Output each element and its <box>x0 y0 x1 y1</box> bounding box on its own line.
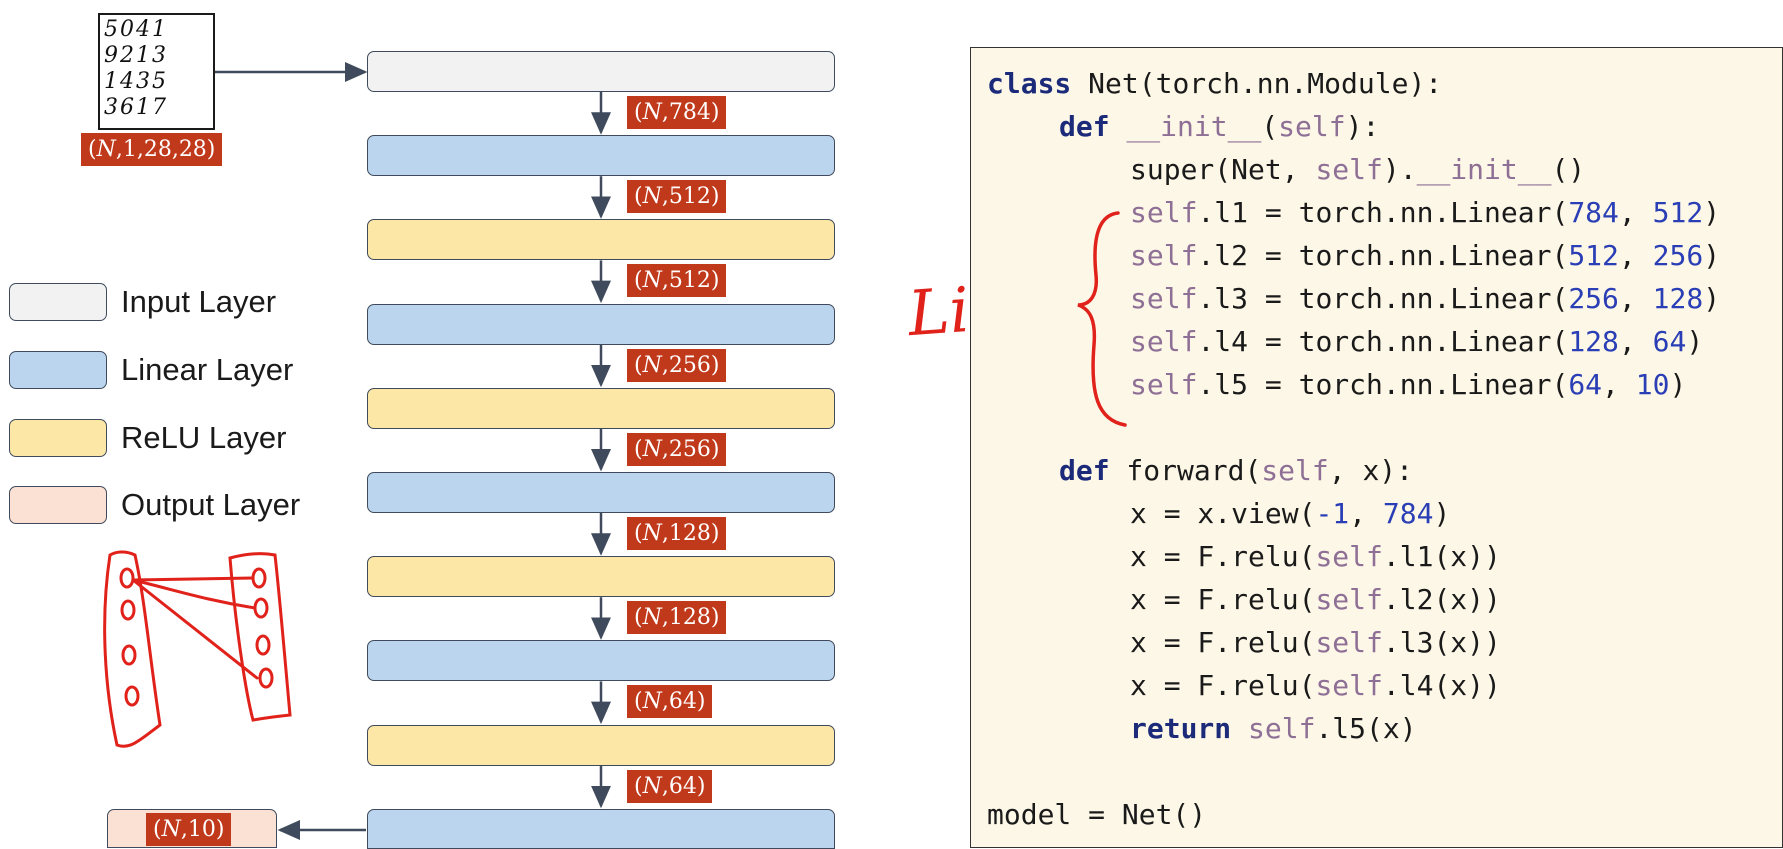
layer-linear <box>367 472 835 513</box>
digit-row: 9213 <box>104 43 168 68</box>
digit-row: 3617 <box>104 95 168 120</box>
legend-swatch-output <box>9 486 107 524</box>
layer-input <box>367 51 835 92</box>
code-line-class: class Net(torch.nn.Module): <box>987 67 1443 100</box>
layer-relu <box>367 556 835 598</box>
code-line-super: super(Net, self).__init__() <box>1130 153 1586 186</box>
layer-linear <box>367 640 835 682</box>
code-line-forward-def: def forward(self, x): <box>1059 454 1414 487</box>
legend-swatch-input <box>9 283 107 321</box>
shape-tag: (N,128) <box>627 517 727 550</box>
layer-relu <box>367 387 835 429</box>
shape-tag: (N,64) <box>627 769 713 803</box>
code-line-relu4: x = F.relu(self.l4(x)) <box>1130 669 1501 702</box>
legend-swatch-linear <box>9 351 107 389</box>
legend-label-relu: ReLU Layer <box>121 420 287 455</box>
layer-relu <box>367 219 835 261</box>
mnist-digits-image: 5041 9213 1435 3617 <box>98 13 215 130</box>
input-shape-tag: (N,1,28,28) <box>81 133 223 166</box>
code-line-l1: self.l1 = torch.nn.Linear(784, 512) <box>1130 196 1721 229</box>
code-line-relu2: x = F.relu(self.l2(x)) <box>1130 583 1501 616</box>
code-line-l5: self.l5 = torch.nn.Linear(64, 10) <box>1130 368 1687 401</box>
shape-tag: (N,128) <box>627 601 727 635</box>
code-line-l3: self.l3 = torch.nn.Linear(256, 128) <box>1130 282 1721 315</box>
layer-linear <box>367 808 835 849</box>
code-line-view: x = x.view(-1, 784) <box>1130 497 1451 530</box>
digit-row: 5041 <box>104 17 168 42</box>
code-line-relu1: x = F.relu(self.l1(x)) <box>1130 540 1501 573</box>
layer-linear <box>367 303 835 345</box>
shape-tag: (N,784) <box>627 96 727 129</box>
shape-tag: (N,64) <box>627 685 713 719</box>
shape-tag: (N,512) <box>627 264 727 298</box>
legend-swatch-relu <box>9 419 107 457</box>
layer-linear <box>367 135 835 177</box>
shape-tag: (N,256) <box>627 348 727 382</box>
code-line-return: return self.l5(x) <box>1130 712 1417 745</box>
code-line-l2: self.l2 = torch.nn.Linear(512, 256) <box>1130 239 1721 272</box>
code-line-init-def: def __init__(self): <box>1059 110 1380 143</box>
legend-label-output: Output Layer <box>121 487 301 522</box>
legend-label-input: Input Layer <box>121 284 277 319</box>
code-line-model: model = Net() <box>987 798 1207 831</box>
handwritten-neuron-sketch <box>103 550 292 748</box>
digit-row: 1435 <box>104 69 168 94</box>
shape-tag: (N,256) <box>627 432 727 466</box>
output-box: (N,10) <box>107 809 277 848</box>
handwritten-brace <box>1077 211 1127 427</box>
code-line-relu3: x = F.relu(self.l3(x)) <box>1130 626 1501 659</box>
shape-tag: (N,512) <box>627 180 727 214</box>
code-panel: class Net(torch.nn.Module): def __init__… <box>970 47 1783 848</box>
legend-label-linear: Linear Layer <box>121 352 294 387</box>
output-shape-tag: (N,10) <box>146 813 232 846</box>
layer-relu <box>367 724 835 766</box>
code-line-l4: self.l4 = torch.nn.Linear(128, 64) <box>1130 325 1704 358</box>
